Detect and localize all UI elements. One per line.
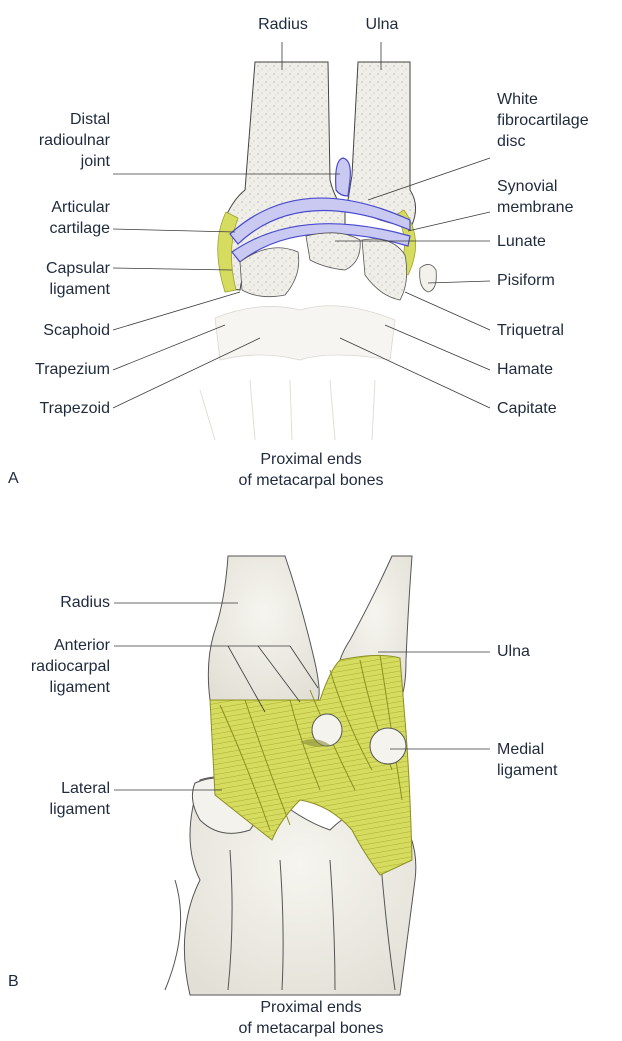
label-capsular-ligament: Capsular ligament bbox=[10, 258, 110, 300]
label-pisiform: Pisiform bbox=[497, 270, 597, 291]
label-triquetral: Triquetral bbox=[497, 320, 607, 341]
label-radius-a: Radius bbox=[247, 14, 319, 35]
label-articular-cartilage: Articular cartilage bbox=[10, 197, 110, 239]
ulna-bone-a bbox=[348, 62, 416, 225]
label-scaphoid: Scaphoid bbox=[10, 320, 110, 341]
panel-letter-b: B bbox=[8, 973, 19, 991]
label-trapezoid: Trapezoid bbox=[5, 398, 110, 419]
label-trapezium: Trapezium bbox=[5, 359, 110, 380]
caption-b: Proximal ends of metacarpal bones bbox=[220, 997, 402, 1039]
panel-b-diagram bbox=[165, 556, 416, 995]
triquetral-bone bbox=[362, 239, 407, 300]
label-radius-b: Radius bbox=[10, 592, 110, 613]
label-ulna-a: Ulna bbox=[354, 14, 410, 35]
label-synovial-membrane: Synovial membrane bbox=[497, 176, 617, 218]
label-lunate: Lunate bbox=[497, 231, 597, 252]
label-hamate: Hamate bbox=[497, 359, 597, 380]
label-capitate: Capitate bbox=[497, 398, 597, 419]
pisiform-bone bbox=[420, 264, 437, 292]
label-distal-radioulnar-joint: Distal radioulnar joint bbox=[10, 109, 110, 172]
label-ulna-b: Ulna bbox=[497, 641, 597, 662]
panel-a-diagram bbox=[200, 62, 436, 440]
label-lateral-ligament: Lateral ligament bbox=[10, 778, 110, 820]
radius-bone-b bbox=[208, 556, 319, 700]
distal-radioulnar-joint-shape bbox=[336, 158, 351, 196]
distal-carpals-faint bbox=[215, 306, 395, 360]
metacarpal-faint bbox=[200, 380, 375, 440]
panel-letter-a: A bbox=[8, 470, 19, 488]
label-medial-ligament: Medial ligament bbox=[497, 739, 597, 781]
caption-a: Proximal ends of metacarpal bones bbox=[220, 449, 402, 491]
label-white-fibrocartilage-disc: White fibrocartilage disc bbox=[497, 89, 622, 152]
label-anterior-radiocarpal-ligament: Anterior radiocarpal ligament bbox=[0, 635, 110, 698]
lunate-bone bbox=[306, 233, 360, 270]
pisiform-knob-b bbox=[370, 728, 406, 764]
